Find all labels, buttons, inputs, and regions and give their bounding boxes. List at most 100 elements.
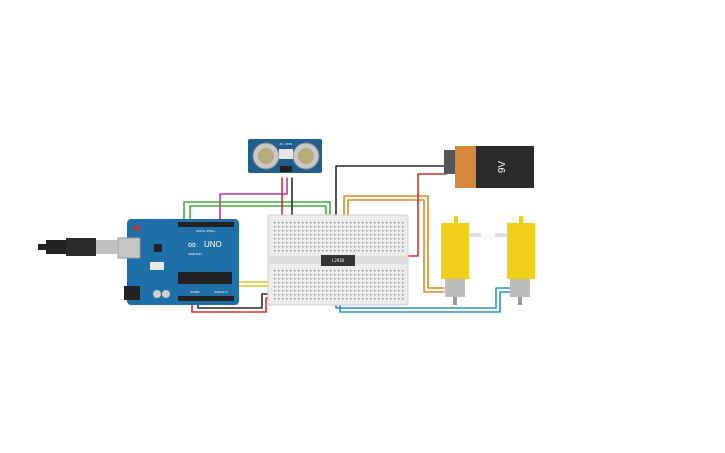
breadboard-hole xyxy=(390,290,392,292)
power-label: POWER xyxy=(190,291,200,294)
breadboard-hole xyxy=(294,290,296,292)
breadboard-hole xyxy=(282,230,284,232)
breadboard-hole xyxy=(306,282,308,284)
breadboard-hole xyxy=(330,290,332,292)
breadboard-hole xyxy=(338,290,340,292)
breadboard-hole xyxy=(342,282,344,284)
breadboard-hole xyxy=(402,234,404,236)
breadboard-hole xyxy=(334,238,336,240)
breadboard-hole xyxy=(278,286,280,288)
breadboard-hole xyxy=(398,234,400,236)
breadboard-hole xyxy=(390,278,392,280)
breadboard-hole xyxy=(378,234,380,236)
left-motor[interactable] xyxy=(441,216,481,305)
breadboard-hole xyxy=(302,238,304,240)
breadboard-hole xyxy=(398,278,400,280)
motor-driver-chip[interactable]: L293D xyxy=(321,255,355,266)
breadboard-hole xyxy=(314,246,316,248)
breadboard-hole xyxy=(302,246,304,248)
breadboard-hole xyxy=(298,290,300,292)
breadboard-hole xyxy=(282,234,284,236)
wire-battery-red[interactable] xyxy=(401,173,447,257)
breadboard-hole xyxy=(314,294,316,296)
breadboard-hole xyxy=(362,242,364,244)
breadboard-hole xyxy=(378,250,380,252)
breadboard-hole xyxy=(306,250,308,252)
breadboard-hole xyxy=(342,242,344,244)
breadboard-hole xyxy=(274,234,276,236)
wire-orange-2[interactable] xyxy=(347,199,445,293)
breadboard-hole xyxy=(394,290,396,292)
breadboard-hole xyxy=(354,290,356,292)
breadboard-hole xyxy=(346,242,348,244)
breadboard-hole xyxy=(330,274,332,276)
breadboard-hole xyxy=(282,222,284,224)
usb-cable[interactable] xyxy=(38,238,118,256)
breadboard-hole xyxy=(278,234,280,236)
breadboard-hole xyxy=(386,222,388,224)
breadboard-hole xyxy=(290,270,292,272)
breadboard-hole xyxy=(398,294,400,296)
breadboard-hole xyxy=(358,294,360,296)
breadboard-hole xyxy=(366,270,368,272)
breadboard-hole xyxy=(354,246,356,248)
breadboard-hole xyxy=(330,278,332,280)
breadboard-hole xyxy=(294,278,296,280)
breadboard-hole xyxy=(378,274,380,276)
breadboard-hole xyxy=(366,286,368,288)
breadboard-hole xyxy=(362,234,364,236)
breadboard-hole xyxy=(358,238,360,240)
breadboard-hole xyxy=(314,242,316,244)
breadboard-hole xyxy=(362,222,364,224)
breadboard-hole xyxy=(342,274,344,276)
breadboard-hole xyxy=(290,226,292,228)
breadboard-hole xyxy=(298,278,300,280)
wire-black-bottom[interactable] xyxy=(197,293,273,309)
breadboard-hole xyxy=(322,238,324,240)
reset-button[interactable] xyxy=(134,225,140,231)
breadboard-hole xyxy=(330,234,332,236)
wire-sensor-trig[interactable] xyxy=(219,177,288,223)
breadboard-hole xyxy=(330,282,332,284)
breadboard-hole xyxy=(286,234,288,236)
breadboard-hole xyxy=(318,274,320,276)
battery-9v[interactable]: 9V xyxy=(444,146,534,188)
breadboard-hole xyxy=(382,270,384,272)
breadboard-hole xyxy=(366,250,368,252)
breadboard-hole xyxy=(390,270,392,272)
wire-battery-black[interactable] xyxy=(335,165,447,237)
breadboard-hole xyxy=(342,230,344,232)
breadboard-hole xyxy=(330,230,332,232)
breadboard-hole xyxy=(386,290,388,292)
breadboard-hole xyxy=(338,230,340,232)
breadboard-hole xyxy=(374,246,376,248)
right-motor[interactable] xyxy=(495,216,535,305)
breadboard-hole xyxy=(386,278,388,280)
breadboard-hole xyxy=(310,294,312,296)
breadboard-hole xyxy=(322,246,324,248)
breadboard-hole xyxy=(382,242,384,244)
arduino-uno[interactable]: ∞ UNO ARDUINO DIGITAL (PWM~) POWER ANALO… xyxy=(117,219,239,305)
breadboard-hole xyxy=(334,230,336,232)
breadboard-hole xyxy=(370,230,372,232)
breadboard-hole xyxy=(342,234,344,236)
breadboard-hole xyxy=(354,282,356,284)
breadboard-hole xyxy=(334,298,336,300)
breadboard-hole xyxy=(318,222,320,224)
breadboard-hole xyxy=(318,290,320,292)
breadboard-hole xyxy=(302,278,304,280)
ultrasonic-sensor[interactable]: HC-SR04 xyxy=(248,139,322,173)
wire-orange-1[interactable] xyxy=(343,195,445,289)
breadboard-hole xyxy=(394,282,396,284)
breadboard-hole xyxy=(354,294,356,296)
breadboard-hole xyxy=(402,230,404,232)
breadboard-hole xyxy=(274,278,276,280)
breadboard-hole xyxy=(286,278,288,280)
breadboard-hole xyxy=(282,282,284,284)
breadboard-hole xyxy=(290,250,292,252)
breadboard-hole xyxy=(326,274,328,276)
breadboard-hole xyxy=(278,230,280,232)
breadboard-hole xyxy=(358,290,360,292)
breadboard-hole xyxy=(302,222,304,224)
